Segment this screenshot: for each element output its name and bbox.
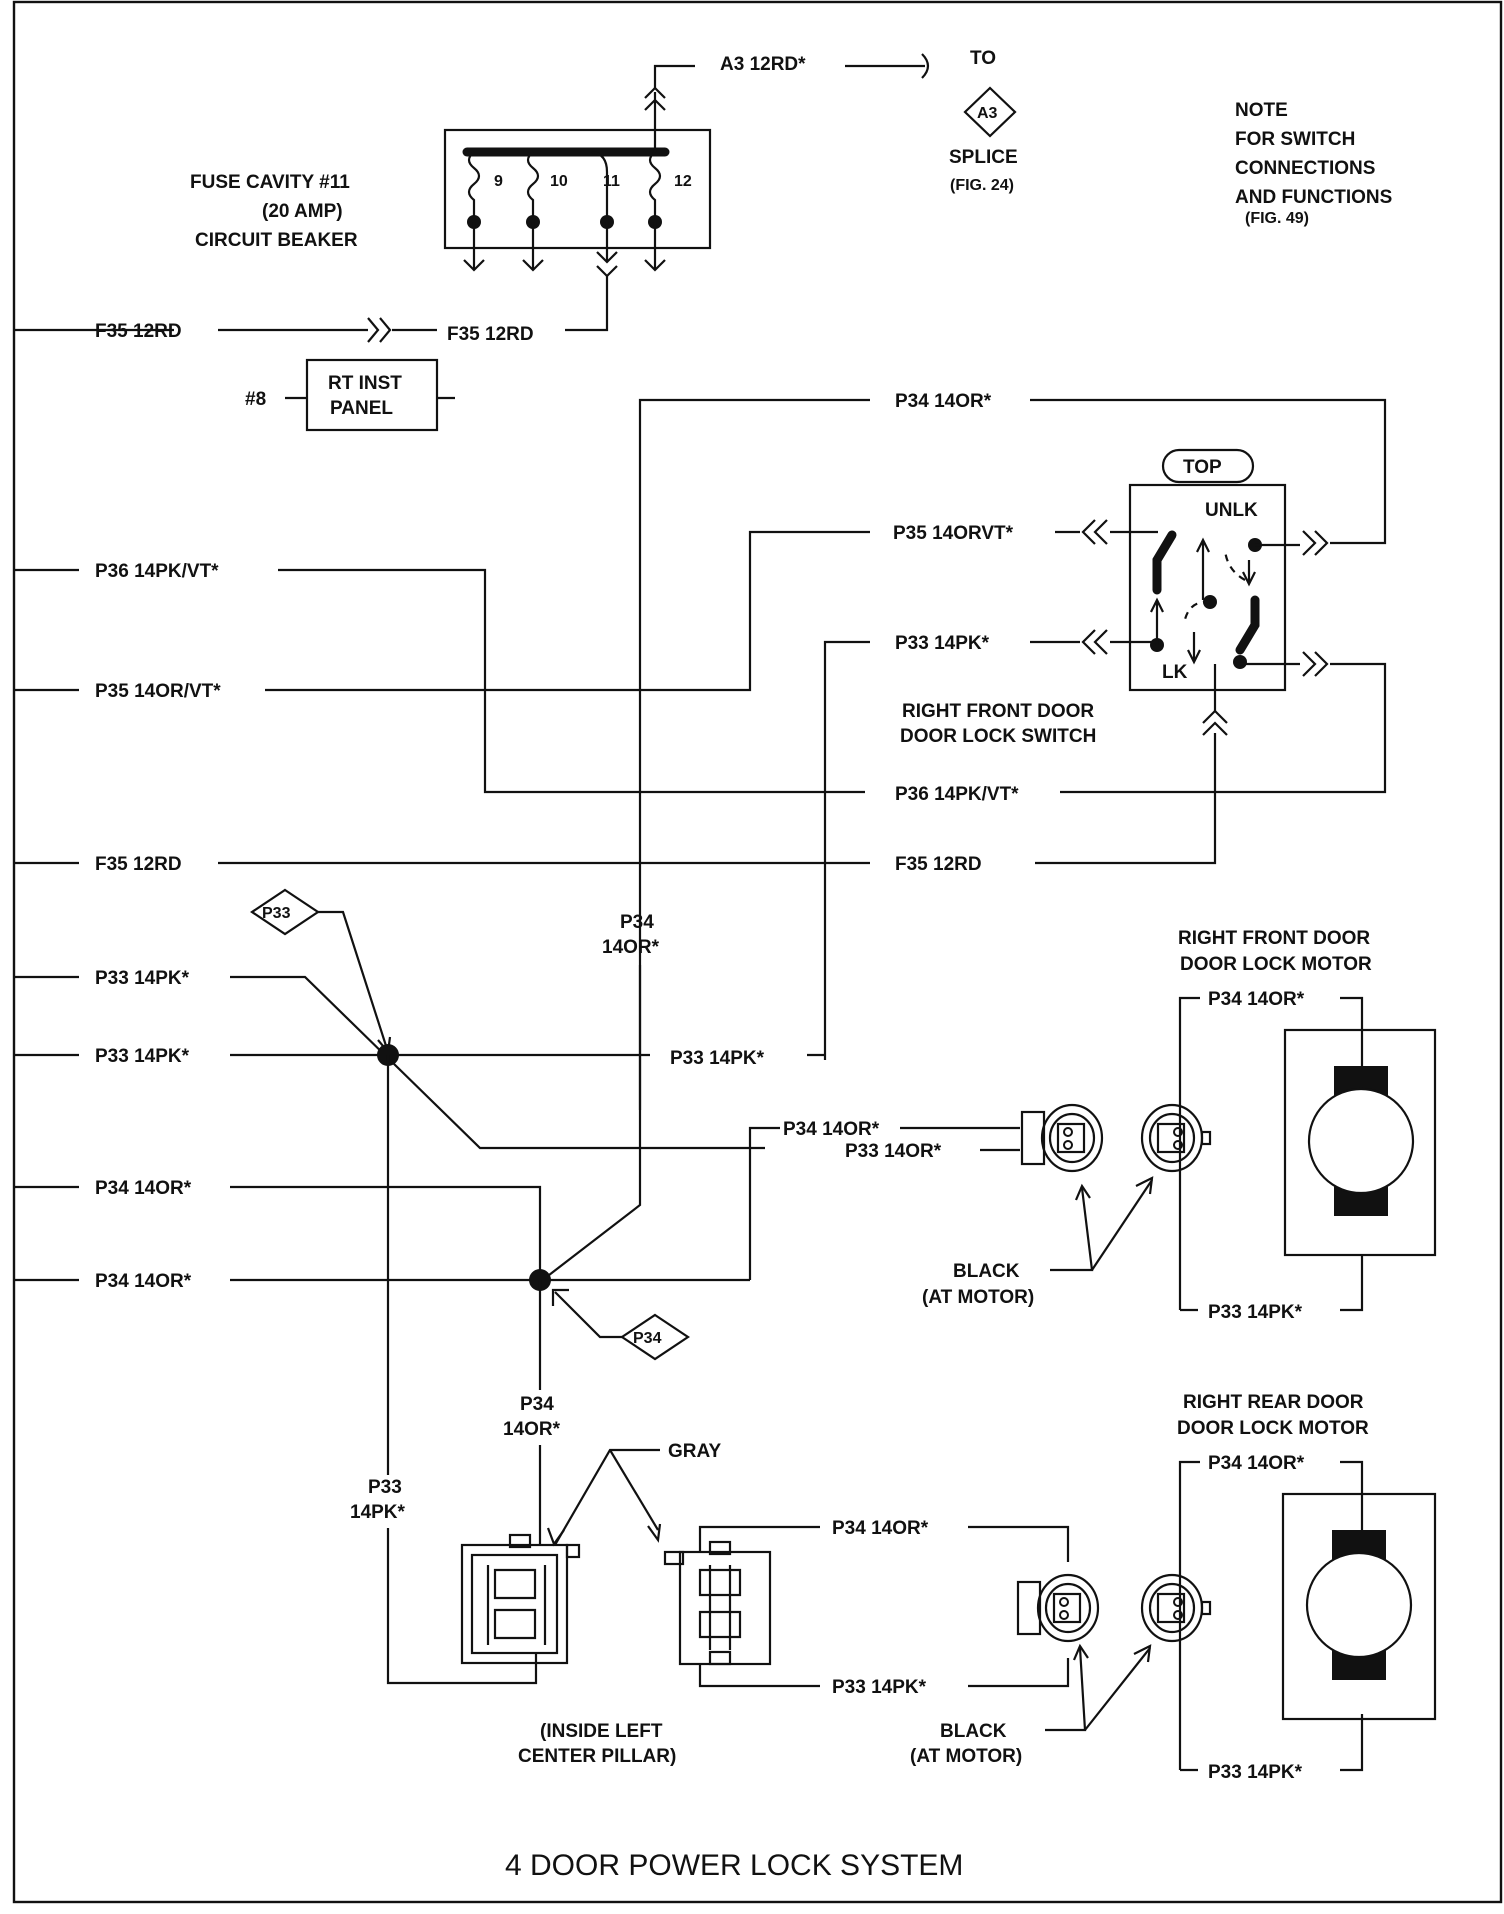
- switch-lk: LK: [1162, 662, 1188, 683]
- switch-caption-2: DOOR LOCK SWITCH: [900, 726, 1096, 747]
- rear-motor-connectors: [1016, 1573, 1212, 1643]
- front-motor: [1283, 1028, 1437, 1257]
- front-conn-label-1: BLACK: [953, 1261, 1020, 1282]
- splice-p33-label: P33: [262, 905, 291, 922]
- rear-motor-caption-2: DOOR LOCK MOTOR: [1177, 1418, 1369, 1439]
- note-fig: (FIG. 49): [1245, 210, 1309, 227]
- wire-p33-switch: P33 14PK*: [895, 633, 990, 654]
- switch-caption-1: RIGHT FRONT DOOR: [902, 701, 1094, 722]
- front-motor-top-wire: P34 14OR*: [1208, 989, 1305, 1010]
- wire-f35-right: F35 12RD: [447, 324, 534, 345]
- wire-p34-s2: 14OR*: [503, 1419, 561, 1440]
- wire-p33-s1: P33: [368, 1477, 402, 1498]
- splice-p34-label: P34: [633, 1330, 662, 1347]
- wire-a3: A3 12RD*: [720, 54, 806, 75]
- pillar-line-1: (INSIDE LEFT: [540, 1721, 663, 1742]
- pillar-connector-left: [460, 1533, 581, 1665]
- note-2: FOR SWITCH: [1235, 129, 1355, 150]
- cavity-10: 10: [550, 173, 568, 190]
- fuse-block: 9 10 11 12: [443, 86, 712, 278]
- rear-motor: [1281, 1492, 1437, 1721]
- front-conn-label-2: (AT MOTOR): [922, 1287, 1034, 1308]
- note-3: CONNECTIONS: [1235, 158, 1375, 179]
- splice-fig: (FIG. 24): [950, 177, 1014, 194]
- splice-label: SPLICE: [949, 147, 1018, 168]
- wire-p33-mid: P33 14PK*: [670, 1048, 765, 1069]
- wire-p34-l2: P34 14OR*: [95, 1271, 192, 1292]
- splice-a3-id: A3: [977, 105, 998, 122]
- pillar-line-2: CENTER PILLAR): [518, 1746, 676, 1767]
- panel-number: #8: [245, 389, 266, 410]
- wire-p36-left: P36 14PK/VT*: [95, 561, 219, 582]
- wire-p34-top: P34 14OR*: [895, 391, 992, 412]
- rear-conn-label-1: BLACK: [940, 1721, 1007, 1742]
- wire-p34-front-conn: P34 14OR*: [783, 1119, 880, 1140]
- wire-p34-v2: 14OR*: [602, 937, 660, 958]
- pillar-gray: GRAY: [668, 1441, 721, 1462]
- front-motor-caption-1: RIGHT FRONT DOOR: [1178, 928, 1370, 949]
- wire-p33-s2: 14PK*: [350, 1502, 406, 1523]
- cavity-12: 12: [674, 173, 692, 190]
- fuse-label-1: FUSE CAVITY #11: [190, 172, 350, 193]
- wire-f35-l2: F35 12RD: [95, 854, 182, 875]
- cavity-9: 9: [494, 173, 503, 190]
- switch-top: TOP: [1183, 457, 1222, 478]
- note-1: NOTE: [1235, 100, 1288, 121]
- fuse-label-3: CIRCUIT BEAKER: [195, 230, 358, 251]
- door-lock-switch: TOP UNLK LK: [1128, 448, 1287, 692]
- pillar-connector-right: [663, 1540, 772, 1666]
- rear-motor-caption-1: RIGHT REAR DOOR: [1183, 1392, 1364, 1413]
- wire-f35-left: F35 12RD: [95, 321, 182, 342]
- front-motor-connectors: [1020, 1103, 1212, 1173]
- wire-p33-rear-conn: P33 14PK*: [832, 1677, 927, 1698]
- wire-p36-mid: P36 14PK/VT*: [895, 784, 1019, 805]
- front-motor-bottom-wire: P33 14PK*: [1208, 1302, 1303, 1323]
- wire-p34-rear-conn: P34 14OR*: [832, 1518, 929, 1539]
- rear-motor-bottom-wire: P33 14PK*: [1208, 1762, 1303, 1783]
- splice-p33-diamond: [250, 888, 320, 936]
- diagram-title: 4 DOOR POWER LOCK SYSTEM: [505, 1849, 963, 1882]
- wire-p33-l2: P33 14PK*: [95, 1046, 190, 1067]
- wire-p35-left: P35 14OR/VT*: [95, 681, 221, 702]
- wire-p34-l1: P34 14OR*: [95, 1178, 192, 1199]
- wire-p33-l1: P33 14PK*: [95, 968, 190, 989]
- wire-p33-front-conn: P33 14OR*: [845, 1141, 942, 1162]
- rear-motor-top-wire: P34 14OR*: [1208, 1453, 1305, 1474]
- wire-p34-v1: P34: [620, 912, 654, 933]
- diagram-border: [12, 0, 1503, 1904]
- splice-to: TO: [970, 48, 996, 69]
- switch-top-tab: [1161, 448, 1255, 484]
- splice-p34-diamond: [620, 1313, 690, 1361]
- cavity-11: 11: [603, 173, 620, 190]
- switch-unlk: UNLK: [1205, 500, 1258, 521]
- panel-line-1: RT INST: [328, 373, 402, 394]
- panel-line-2: PANEL: [330, 398, 393, 419]
- wire-p34-s1: P34: [520, 1394, 554, 1415]
- wire-p35-switch: P35 14ORVT*: [893, 523, 1014, 544]
- splice-a3-diamond: [963, 86, 1017, 138]
- note-4: AND FUNCTIONS: [1235, 187, 1392, 208]
- front-motor-caption-2: DOOR LOCK MOTOR: [1180, 954, 1372, 975]
- wire-f35-r2: F35 12RD: [895, 854, 982, 875]
- rear-conn-label-2: (AT MOTOR): [910, 1746, 1022, 1767]
- fuse-label-2: (20 AMP): [262, 201, 343, 222]
